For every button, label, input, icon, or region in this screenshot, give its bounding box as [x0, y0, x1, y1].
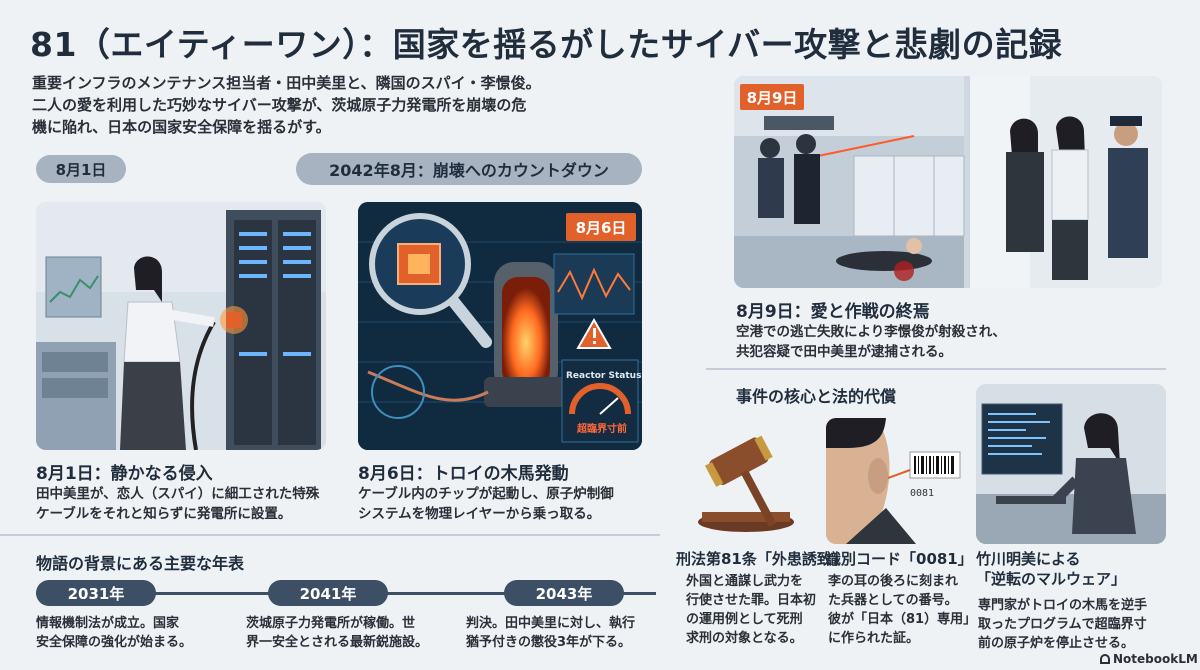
timeline-text-line: 判決。田中美里に対し、執行	[466, 616, 636, 631]
timeline-year-2041: 2041年	[268, 580, 388, 606]
aug1-title: 8月1日：静かなる侵入	[36, 464, 213, 484]
card-body-line: 行使させた罪。日本初	[686, 593, 817, 608]
card-body-line: た兵器としての番号。	[828, 593, 958, 608]
notebooklm-watermark: NotebookLM	[1100, 652, 1198, 666]
aug1-body: 田中美里が、恋人（スパイ）に細工された特殊 ケーブルをそれと知らずに発電所に設置…	[36, 484, 336, 524]
intro-line: 二人の愛を利用した巧妙なサイバー攻撃が、茨城原子力発電所を崩壊の危	[32, 96, 527, 114]
date-tag-aug1: 8月1日	[36, 155, 126, 183]
card-body-line: 専門家がトロイの木馬を逆手	[978, 598, 1148, 613]
card-body-line: 前の原子炉を停止させる。	[978, 636, 1135, 651]
card-code-body: 李の耳の後ろに刻まれ た兵器としての番号。 彼が「日本（81）専用」 に作られた…	[828, 572, 978, 648]
aug9-body: 空港での逃亡失敗により李憬俊が射殺され、 共犯容疑で田中美里が逮捕される。	[736, 322, 1166, 362]
card-malware-title: 竹川明美による 「逆転のマルウェア」	[976, 549, 1176, 589]
date-tag-aug6: 8月6日	[566, 213, 636, 241]
card-body-line: 外国と通謀し武力を	[686, 574, 804, 589]
intro-line: 機に陥れ、日本の国家安全保障を揺るがす。	[32, 118, 331, 136]
date-tag-aug9: 8月9日	[740, 84, 804, 110]
page-title: 81（エイティーワン）：国家を揺るがしたサイバー攻撃と悲劇の記録	[30, 25, 1063, 64]
reactor-status-label: Reactor Status	[566, 371, 642, 381]
aug1-body-line: 田中美里が、恋人（スパイ）に細工された特殊	[36, 486, 320, 502]
timeline-text-line: 界一安全とされる最新鋭施設。	[246, 635, 429, 650]
core-heading: 事件の核心と法的代償	[736, 387, 897, 406]
card-body-line: 彼が「日本（81）専用」	[828, 612, 977, 627]
aug6-body-line: システムを物理レイヤーから乗っ取る。	[358, 506, 601, 522]
timeline-event-2041: 茨城原子力発電所が稼働。世 界一安全とされる最新鋭施設。	[246, 614, 476, 652]
notebooklm-logo-icon	[1100, 654, 1110, 664]
card-article81-body: 外国と通謀し武力を 行使させた罪。日本初 の運用例として死刑 求刑の対象となる。	[686, 572, 826, 648]
timeline-text-line: 茨城原子力発電所が稼働。世	[246, 616, 416, 631]
aug6-body-line: ケーブル内のチップが起動し、原子炉制御	[358, 486, 614, 502]
aug9-title: 8月9日：愛と作戦の終焉	[736, 302, 930, 322]
card-malware-body: 専門家がトロイの木馬を逆手 取ったプログラムで超臨界寸 前の原子炉を停止させる。	[978, 596, 1178, 653]
card-body-line: 求刑の対象となる。	[686, 631, 803, 646]
barcode-illustration	[826, 418, 968, 544]
card-code-title: 識別コード「0081」	[826, 550, 973, 568]
timeline-event-2043: 判決。田中美里に対し、執行 猶予付きの懲役3年が下る。	[466, 614, 666, 652]
aug6-illustration	[358, 202, 642, 450]
card-title-line: 「逆転のマルウェア」	[976, 570, 1127, 588]
countdown-label: 2042年8月：崩壊へのカウントダウン	[296, 153, 642, 185]
timeline-divider	[0, 534, 660, 536]
gavel-illustration	[676, 418, 826, 544]
aug1-body-line: ケーブルをそれと知らずに発電所に設置。	[36, 506, 292, 522]
card-title-line: 竹川明美による	[976, 550, 1081, 568]
intro-text: 重要インフラのメンテナンス担当者・田中美里と、隣国のスパイ・李憬俊。 二人の愛を…	[32, 72, 592, 138]
aug6-body: ケーブル内のチップが起動し、原子炉制御 システムを物理レイヤーから乗っ取る。	[358, 484, 658, 524]
timeline-event-2031: 情報機制法が成立。国家 安全保障の強化が始まる。	[36, 614, 256, 652]
watermark-text: NotebookLM	[1113, 652, 1198, 666]
timeline-text-line: 猶予付きの懲役3年が下る。	[466, 635, 632, 650]
card-article81-title: 刑法第81条「外患誘致」	[676, 550, 847, 568]
section-divider	[706, 368, 1166, 370]
timeline-text-line: 情報機制法が成立。国家	[36, 616, 180, 631]
timeline-year-2031: 2031年	[36, 580, 156, 606]
reactor-warning-label: 超臨界寸前	[577, 424, 627, 435]
aug1-illustration	[36, 202, 326, 450]
card-body-line: 取ったプログラムで超臨界寸	[978, 617, 1147, 632]
programmer-illustration	[976, 384, 1166, 544]
aug9-body-line: 共犯容疑で田中美里が逮捕される。	[736, 344, 952, 360]
aug6-title: 8月6日：トロイの木馬発動	[358, 464, 569, 484]
barcode-label: 0081	[910, 488, 935, 499]
aug9-body-line: 空港での逃亡失敗により李憬俊が射殺され、	[736, 324, 1006, 340]
aug9-illustration	[734, 76, 1162, 288]
timeline-text-line: 安全保障の強化が始まる。	[36, 635, 193, 650]
timeline-year-2043: 2043年	[504, 580, 624, 606]
intro-line: 重要インフラのメンテナンス担当者・田中美里と、隣国のスパイ・李憬俊。	[32, 74, 541, 92]
card-body-line: の運用例として死刑	[686, 612, 803, 627]
card-body-line: 李の耳の後ろに刻まれ	[828, 574, 959, 589]
timeline-heading: 物語の背景にある主要な年表	[36, 554, 245, 573]
card-body-line: に作られた証。	[828, 631, 920, 646]
